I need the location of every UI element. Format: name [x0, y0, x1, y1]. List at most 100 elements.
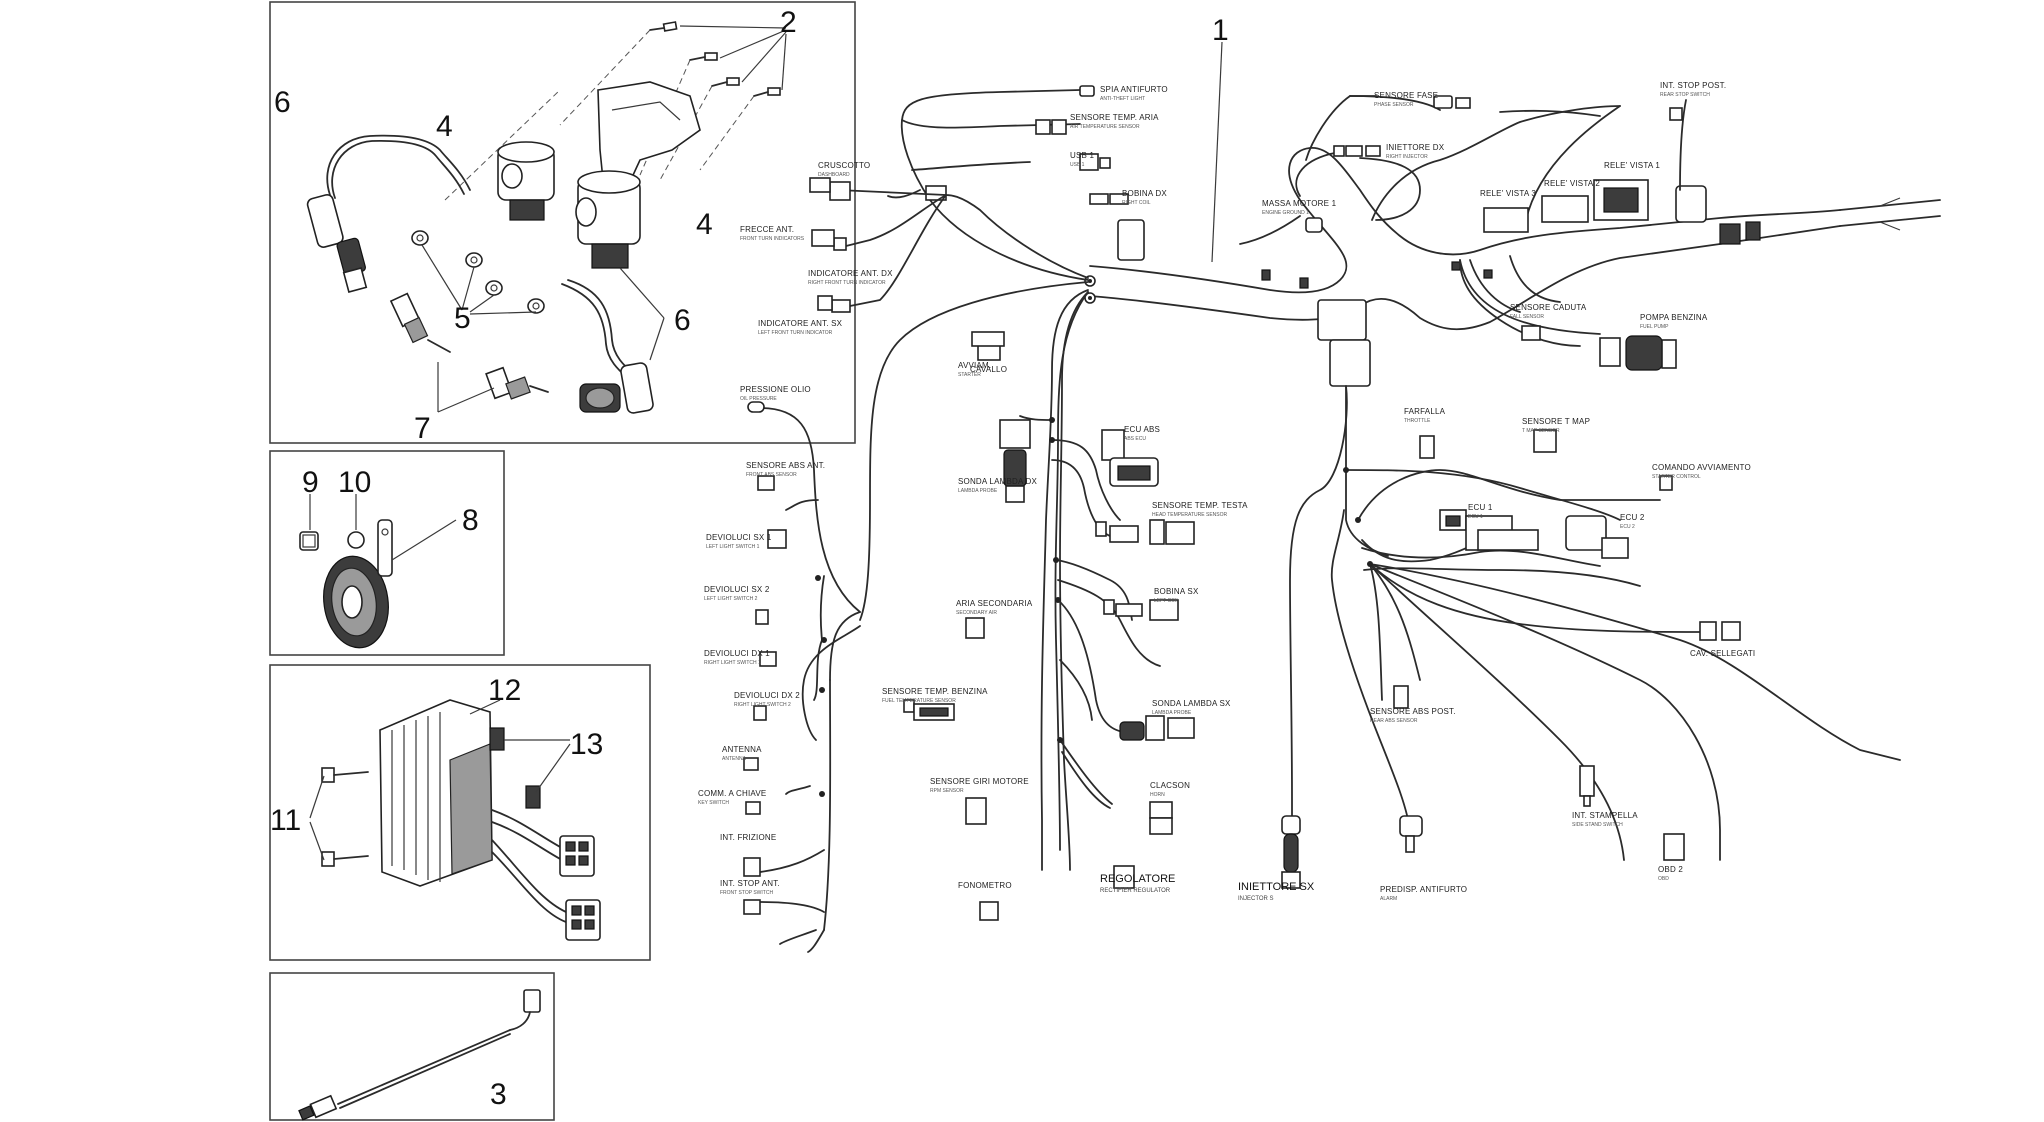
label-sensore-temp-testa: SENSORE TEMP. TESTA [1152, 501, 1248, 510]
sublabel-sensore-abs-post: REAR ABS SENSOR [1370, 718, 1418, 724]
label-devioluci-sx-1: DEVIOLUCI SX 1 [706, 533, 772, 542]
callouts-panel-1: 2 4 4 5 6 6 7 [274, 6, 797, 445]
sublabel-sensore-abs-ant: FRONT ABS SENSOR [746, 472, 797, 478]
coil-assembly-group [306, 21, 787, 414]
label-rele-vista-1: RELE' VISTA 1 [1604, 161, 1660, 170]
sublabel-predisp-antifurto: ALARM [1380, 896, 1397, 902]
sublabel-centralina-abs: ABS ECU [1124, 436, 1146, 442]
sublabel-devioluci-dx-1: RIGHT LIGHT SWITCH 1 [704, 660, 761, 666]
clip-13a [489, 727, 505, 751]
sublabel-int-stop-ant: FRONT STOP SWITCH [720, 890, 773, 896]
sublabel-massa-motore: ENGINE GROUND 1 [1262, 210, 1309, 216]
label-sensore-t-map: SENSORE T MAP [1522, 417, 1590, 426]
label-massa-motore: MASSA MOTORE 1 [1262, 199, 1337, 208]
connector-labels: SPIA ANTIFURTO SENSORE TEMP. ARIA USB 1 … [698, 81, 1755, 894]
label-fonometro: FONOMETRO [958, 881, 1012, 890]
callout-6a: 6 [274, 86, 291, 119]
sublabel-sensore-caduta: FALL SENSOR [1510, 314, 1544, 320]
callout-12: 12 [488, 674, 521, 707]
sublabel-usb: USB 1 [1070, 162, 1085, 168]
label-indicatore-ant-dx: INDICATORE ANT. DX [808, 269, 893, 278]
label-ecu-1: ECU 1 [1468, 503, 1493, 512]
label-avviamento: AVVIAM. [958, 361, 991, 370]
label-iniettore-dx: INIETTORE DX [1386, 143, 1445, 152]
nut-5c [485, 280, 503, 296]
panel-regulator [269, 664, 651, 961]
callout-11: 11 [270, 804, 301, 837]
label-indicatore-ant-sx: INDICATORE ANT. SX [758, 319, 843, 328]
sublabel-sensore-temp-aria: AIR TEMPERATURE SENSOR [1070, 124, 1140, 130]
nut-5d [527, 298, 545, 314]
nut-5b [465, 252, 483, 268]
sublabel-pompa-benzina: FUEL PUMP [1640, 324, 1669, 330]
label-regolatore: REGOLATORE [1100, 873, 1175, 885]
horn-group [299, 494, 457, 649]
label-frecce-ant: FRECCE ANT. [740, 225, 794, 234]
washer-10 [347, 531, 365, 549]
panel-ignition-coils [269, 1, 856, 444]
ht-lead-right [561, 279, 654, 414]
label-usb: USB 1 [1070, 151, 1094, 160]
callout-4b: 4 [696, 208, 713, 241]
label-devioluci-dx-1: DEVIOLUCI DX 1 [704, 649, 770, 658]
sublabel-sensore-giri-motore: RPM SENSOR [930, 788, 964, 794]
label-pressione-olio: PRESSIONE OLIO [740, 385, 811, 394]
callout-4a: 4 [436, 110, 453, 143]
callout-1: 1 [1212, 14, 1229, 47]
label-sensore-abs-ant: SENSORE ABS ANT. [746, 461, 825, 470]
label-int-stampella: INT. STAMPELLA [1572, 811, 1638, 820]
sublabel-iniettore-dx: RIGHT INJECTOR [1386, 154, 1428, 160]
label-bobina-sx: BOBINA SX [1154, 587, 1199, 596]
callout-7: 7 [414, 412, 431, 445]
sublabel-aria-secondaria: SECONDARY AIR [956, 610, 997, 616]
label-aria-secondaria: ARIA SECONDARIA [956, 599, 1033, 608]
sublabel-farfalla: THROTTLE [1404, 418, 1431, 424]
label-bobina-dx: BOBINA DX [1122, 189, 1167, 198]
callout-9: 9 [302, 466, 319, 499]
regulator-cable-2 [491, 839, 601, 941]
lambda-probe-group [298, 989, 541, 1121]
regulator-body-12 [379, 699, 493, 887]
label-comando-avviamento: COMANDO AVVIAMENTO [1652, 463, 1751, 472]
sublabel-cruscotto: DASHBOARD [818, 172, 850, 178]
main-harness [759, 89, 1941, 953]
callout-8: 8 [462, 504, 479, 537]
spark-plug-1 [389, 292, 451, 353]
sublabel-devioluci-sx-1: LEFT LIGHT SWITCH 1 [706, 544, 760, 550]
bolt-2a [649, 21, 678, 32]
label-comm-a-chiave: COMM. A CHIAVE [698, 789, 766, 798]
screw-9 [299, 531, 319, 551]
sublabel-sensore-fasie: PHASE SENSOR [1374, 102, 1414, 108]
sublabel-devioluci-sx-2: LEFT LIGHT SWITCH 2 [704, 596, 758, 602]
label-sensore-abs-post: SENSORE ABS POST. [1370, 707, 1456, 716]
sublabel-sensore-t-map: T MAP SENSOR [1522, 428, 1560, 434]
label-rele-vista-2: RELE' VISTA 2 [1544, 179, 1600, 188]
sublabel-int-stampella: SIDE STAND SWITCH [1572, 822, 1623, 828]
panel-horn [269, 450, 505, 656]
sublabel-sonda-lambda-dx: LAMBDA PROBE [958, 488, 998, 494]
sublabel-regolatore: RECTIFIER REGULATOR [1100, 888, 1171, 894]
sublabel-comm-a-chiave: KEY SWITCH [698, 800, 729, 806]
label-cavallo: CAVALLO [970, 365, 1007, 374]
bolt-2c [711, 77, 740, 87]
label-spia-antifurto: SPIA ANTIFURTO [1100, 85, 1168, 94]
ignition-coil-2 [575, 170, 641, 269]
callout-3: 3 [490, 1078, 507, 1111]
label-sonda-lambda-sx: SONDA LAMBDA SX [1152, 699, 1231, 708]
label-int-stop-post: INT. STOP POST. [1660, 81, 1726, 90]
label-ecu-2: ECU 2 [1620, 513, 1645, 522]
label-obd: OBD 2 [1658, 865, 1683, 874]
label-pompa-benzina: POMPA BENZINA [1640, 313, 1708, 322]
bolt-2b [689, 52, 718, 61]
sublabel-antenna: ANTENNA [722, 756, 747, 762]
sublabel-comando-avviamento: STARTER CONTROL [1652, 474, 1701, 480]
sublabel-frecce-ant: FRONT TURN INDICATORS [740, 236, 805, 242]
sublabel-ecu-1: ECU 1 [1468, 514, 1483, 520]
label-int-frizione: INT. FRIZIONE [720, 833, 776, 842]
callout-6b: 6 [674, 304, 691, 337]
callout-5: 5 [454, 302, 471, 335]
sublabel-indicatore-ant-sx: LEFT FRONT TURN INDICATOR [758, 330, 833, 336]
label-sensore-fasie: SENSORE FASE [1374, 91, 1438, 100]
label-sensore-temp-benzina: SENSORE TEMP. BENZINA [882, 687, 988, 696]
